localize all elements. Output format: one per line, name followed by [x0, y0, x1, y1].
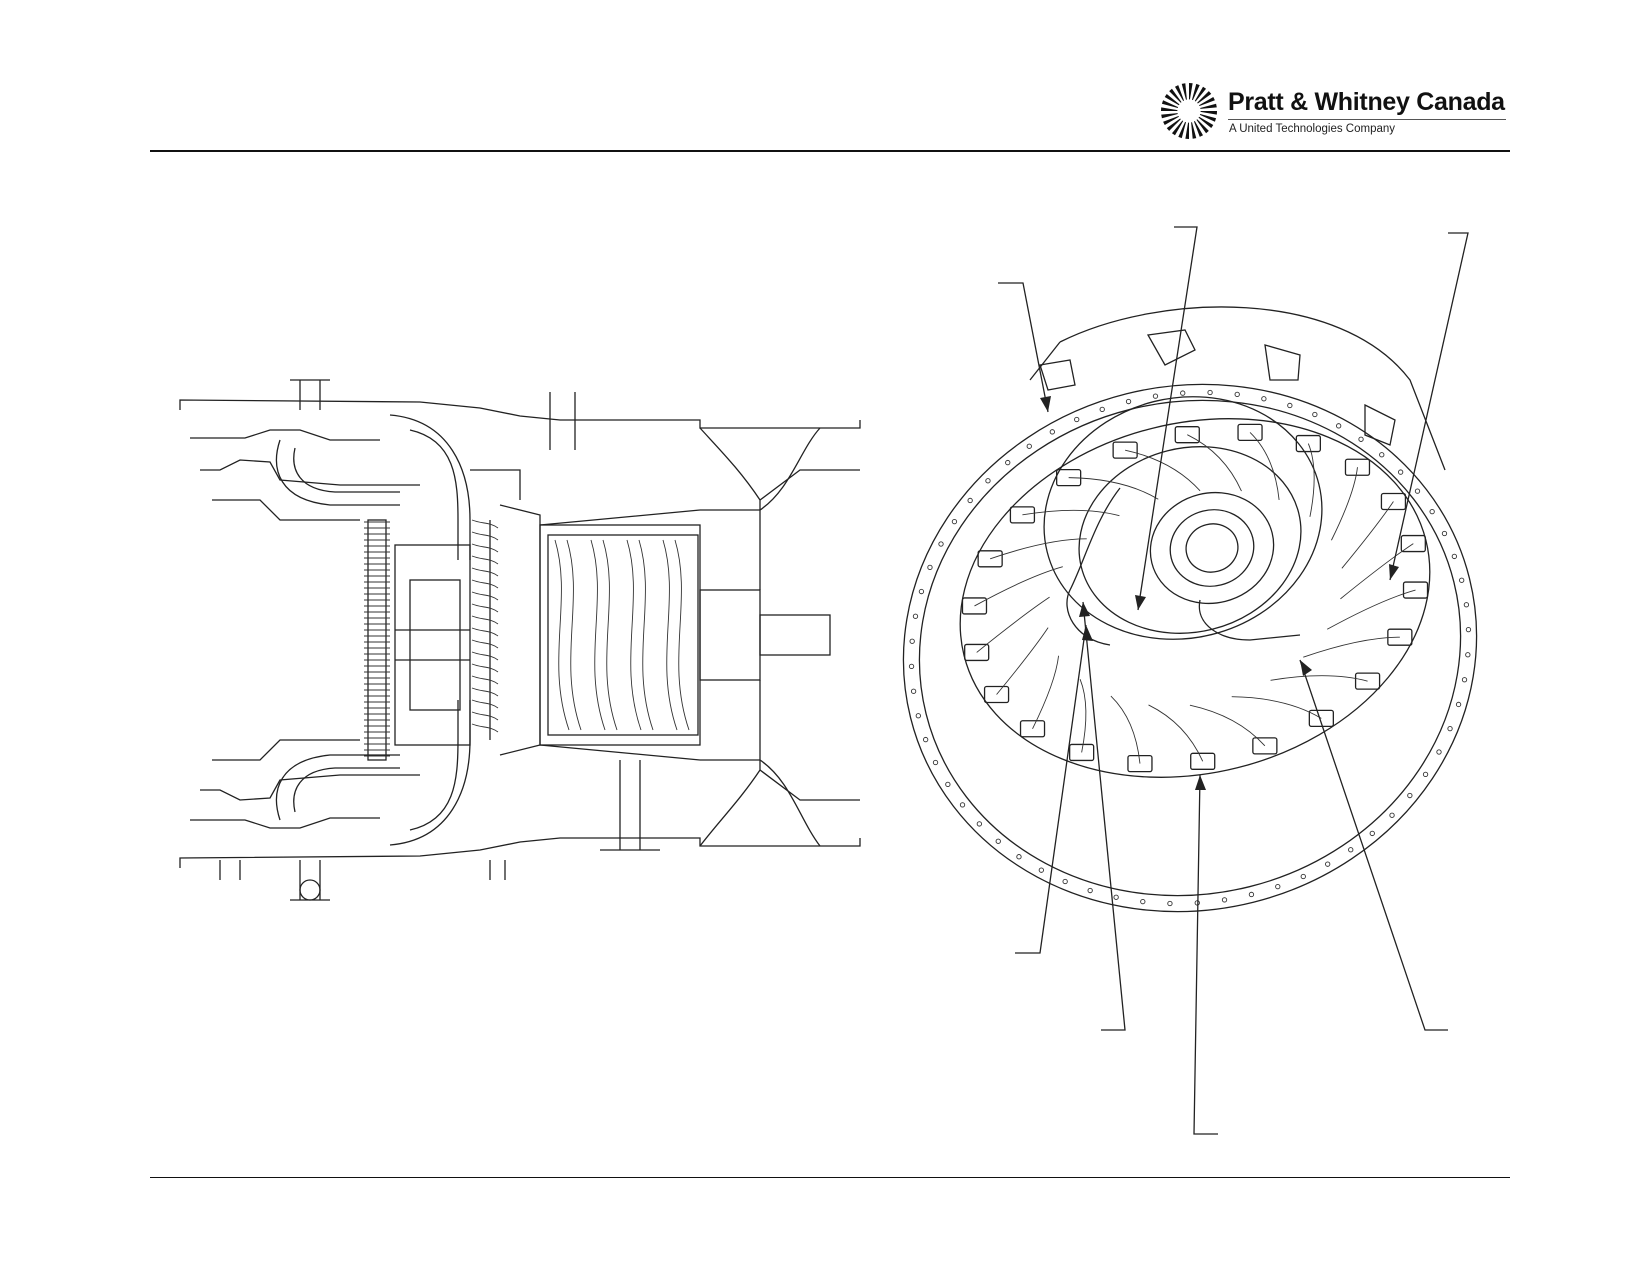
callout-leaders: [998, 226, 1469, 1135]
sunburst-logo-icon: [1160, 82, 1218, 140]
brand-underline: [1228, 119, 1506, 120]
brand-name: Pratt & Whitney Canada: [1228, 88, 1505, 116]
engine-cross-section: [179, 379, 861, 901]
header-rule: [150, 150, 1510, 152]
callout-arrowheads: [1040, 396, 1399, 790]
footer-rule: [150, 1177, 1510, 1178]
brand-logo: Pratt & Whitney Canada A United Technolo…: [1160, 82, 1520, 142]
brand-tagline: A United Technologies Company: [1229, 123, 1396, 135]
